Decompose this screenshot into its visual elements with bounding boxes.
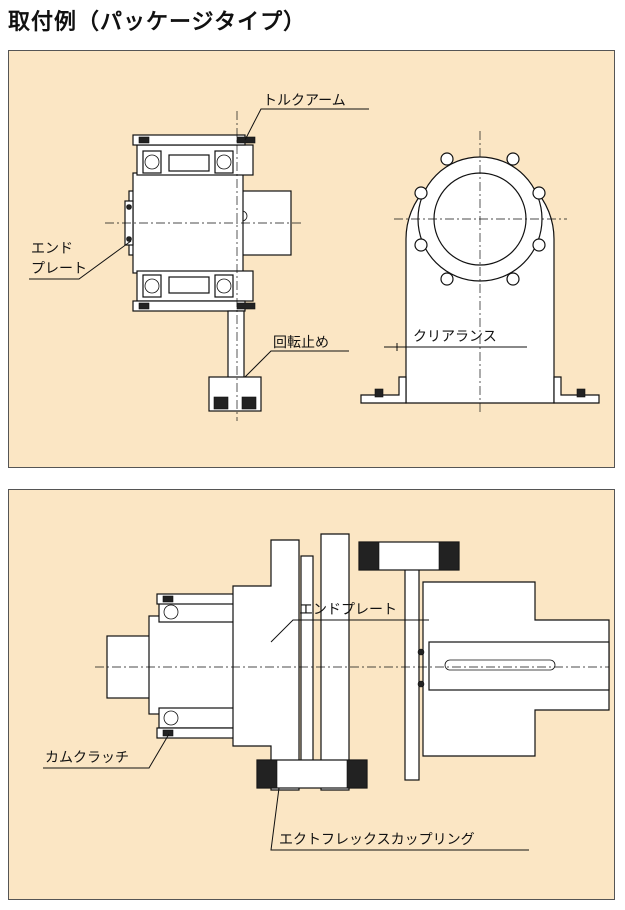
coupling-leader xyxy=(270,787,529,851)
label-torque-arm: トルクアーム xyxy=(263,93,346,109)
angle-left xyxy=(360,376,407,404)
torque-arm-leader xyxy=(244,108,369,141)
mounting-example-coupling-panel: エンドプレート カムクラッチ エクトフレックスカップリング xyxy=(8,489,615,900)
label-end-plate-line2: プレート xyxy=(31,261,87,277)
rotation-stop-leader xyxy=(244,350,349,378)
label-end-plate: エンドプレート xyxy=(299,602,397,618)
coupling-flange-mid xyxy=(320,533,350,791)
end-plate-leader xyxy=(270,619,429,643)
right-shaft xyxy=(428,641,610,691)
angle-right xyxy=(553,376,600,404)
panel2-label-layer: エンドプレート カムクラッチ エクトフレックスカップリング xyxy=(45,602,475,848)
panel1-label-layer: トルクアーム エンド プレート 回転止め クリアランス xyxy=(31,93,497,351)
end-plate-leader xyxy=(29,240,132,280)
torque-arm-diagram xyxy=(29,108,600,421)
coupling-diagram xyxy=(43,533,610,851)
coupling-hub-left xyxy=(232,539,300,791)
page-title: 取付例（パッケージタイプ） xyxy=(8,10,307,35)
label-cam-clutch: カムクラッチ xyxy=(45,750,129,766)
side-view xyxy=(105,111,301,421)
label-clearance: クリアランス xyxy=(413,329,497,345)
label-end-plate-line1: エンド xyxy=(31,241,73,257)
cam-clutch-leader xyxy=(43,733,170,769)
label-coupling: エクトフレックスカップリング xyxy=(279,832,475,848)
front-view xyxy=(360,131,600,413)
mounting-example-torque-arm-panel: トルクアーム エンド プレート 回転止め クリアランス xyxy=(8,50,615,468)
label-rotation-stop: 回転止め xyxy=(273,335,329,351)
